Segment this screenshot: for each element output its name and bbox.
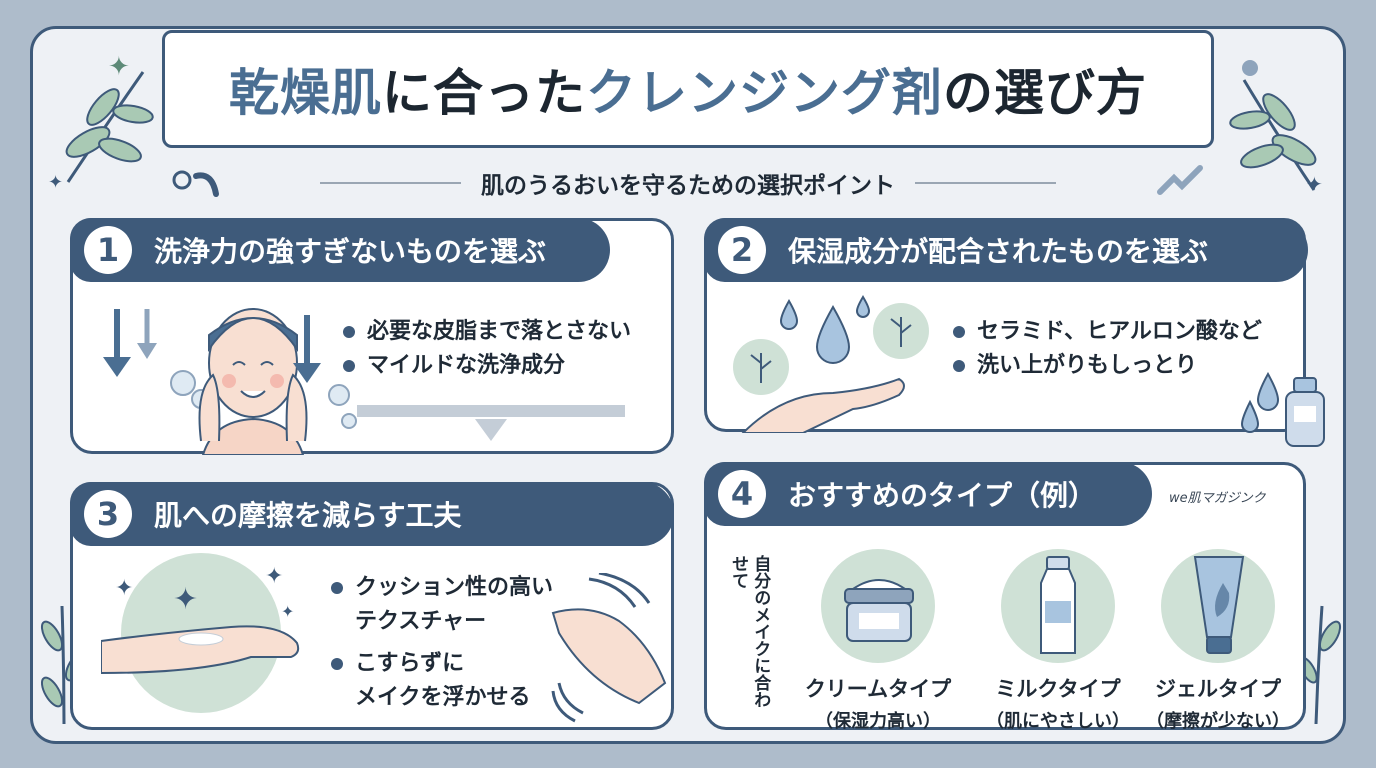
title-keyword-dry-skin: 乾燥肌 <box>229 64 382 122</box>
product-type-note: （肌にやさしい） <box>986 711 1130 732</box>
hand-with-cream-icon: ✦ ✦ ✦ ✦ <box>101 553 300 713</box>
card-number: 3 <box>84 490 132 538</box>
product-type-milk: ミルクタイプ （肌にやさしい） <box>973 549 1143 733</box>
card-title: 保湿成分が配合されたものを選ぶ <box>788 235 1209 268</box>
product-type-gel: ジェルタイプ （摩擦が少ない） <box>1133 549 1303 733</box>
watermark-text: we肌マガジンク <box>1169 491 1266 506</box>
list-item: セラミド、ヒアルロン酸など <box>953 315 1262 349</box>
card-header: 3 肌への摩擦を減らす工夫 <box>70 482 674 546</box>
card-2: 2 保湿成分が配合されたものを選ぶ セラミド、ヒアルロン酸など 洗い上がりもしっ… <box>704 218 1308 433</box>
check-swirl-icon <box>1157 165 1203 195</box>
leaf-branch-icon <box>1229 79 1317 191</box>
list-item: マイルドな洗浄成分 <box>343 349 631 383</box>
card-number: 2 <box>718 226 766 274</box>
down-arrows-icon <box>103 309 157 377</box>
card-3: 3 肌への摩擦を減らす工夫 ✦ ✦ ✦ ✦ クッション性の高い テクスチャー こ… <box>70 482 674 730</box>
title-keyword-cleansing: クレンジング剤 <box>586 64 943 122</box>
divider <box>320 182 461 184</box>
vertical-note: 自分のメイクに合わせて <box>728 555 771 708</box>
card-title: 洗浄力の強すぎないものを選ぶ <box>154 235 547 268</box>
milk-bottle-icon <box>1001 549 1115 663</box>
list-item: こすらずに メイクを浮かせる <box>331 647 553 715</box>
bottle-drops-icon <box>1240 372 1325 447</box>
page-title: 乾燥肌に合ったクレンジング剤の選び方 <box>229 53 1147 125</box>
page-subtitle: 肌のうるおいを守るための選択ポイント <box>481 173 895 199</box>
subtitle-row: 肌のうるおいを守るための選択ポイント <box>320 168 1056 199</box>
sparkle-icon: ✦ <box>108 52 130 82</box>
product-type-name: クリームタイプ <box>804 677 952 701</box>
leaf-branch-icon <box>65 71 154 183</box>
svg-text:✦: ✦ <box>265 564 283 589</box>
card-header: 2 保湿成分が配合されたものを選ぶ <box>704 218 1308 282</box>
title-text: の選び方 <box>943 64 1147 122</box>
cream-jar-icon <box>821 549 935 663</box>
gentle-hand-icon <box>551 573 667 723</box>
card-number: 4 <box>718 470 766 518</box>
circle-swirl-icon <box>172 170 219 197</box>
card-1-bullets: 必要な皮脂まで落とさない マイルドな洗浄成分 <box>343 315 631 383</box>
list-item: 必要な皮脂まで落とさない <box>343 315 631 349</box>
card-4: 4 おすすめのタイプ（例） we肌マガジンク 自分のメイクに合わせて クリームタ… <box>704 462 1306 733</box>
reduce-arrow-icon <box>357 405 625 441</box>
list-item: 洗い上がりもしっとり <box>953 349 1262 383</box>
title-box: 乾燥肌に合ったクレンジング剤の選び方 <box>162 30 1214 148</box>
card-1: 1 洗浄力の強すぎないものを選ぶ 必要な皮脂まで落とさない マイルドな洗浄成分 <box>70 218 674 455</box>
card-title: おすすめのタイプ（例） <box>788 479 1097 512</box>
product-type-name: ジェルタイプ <box>1155 677 1281 701</box>
card-2-bullets: セラミド、ヒアルロン酸など 洗い上がりもしっとり <box>953 315 1262 383</box>
sparkle-icon: ✦ <box>48 172 64 193</box>
sparkle-icon: ✦ <box>1306 172 1323 196</box>
svg-text:✦: ✦ <box>281 602 294 621</box>
list-item: クッション性の高い テクスチャー <box>331 571 553 639</box>
divider <box>915 182 1056 184</box>
title-text: に合った <box>382 64 586 122</box>
down-arrow-icon <box>293 315 321 383</box>
product-type-name: ミルクタイプ <box>995 677 1121 701</box>
gel-tube-icon <box>1161 549 1275 663</box>
product-type-cream: クリームタイプ （保湿力高い） <box>793 549 963 733</box>
woman-washing-face-icon <box>170 308 357 455</box>
svg-text:✦: ✦ <box>115 576 133 601</box>
card-header: 1 洗浄力の強すぎないものを選ぶ <box>70 218 610 282</box>
product-type-note: （保湿力高い） <box>815 711 941 732</box>
card-title: 肌への摩擦を減らす工夫 <box>154 499 462 532</box>
dot-decoration <box>1242 60 1258 76</box>
svg-text:✦: ✦ <box>173 582 198 617</box>
hand-with-drops-icon <box>733 295 929 433</box>
product-type-note: （摩擦が少ない） <box>1146 711 1290 732</box>
card-number: 1 <box>84 226 132 274</box>
card-header: 4 おすすめのタイプ（例） <box>704 462 1152 526</box>
card-3-bullets: クッション性の高い テクスチャー こすらずに メイクを浮かせる <box>331 571 553 715</box>
